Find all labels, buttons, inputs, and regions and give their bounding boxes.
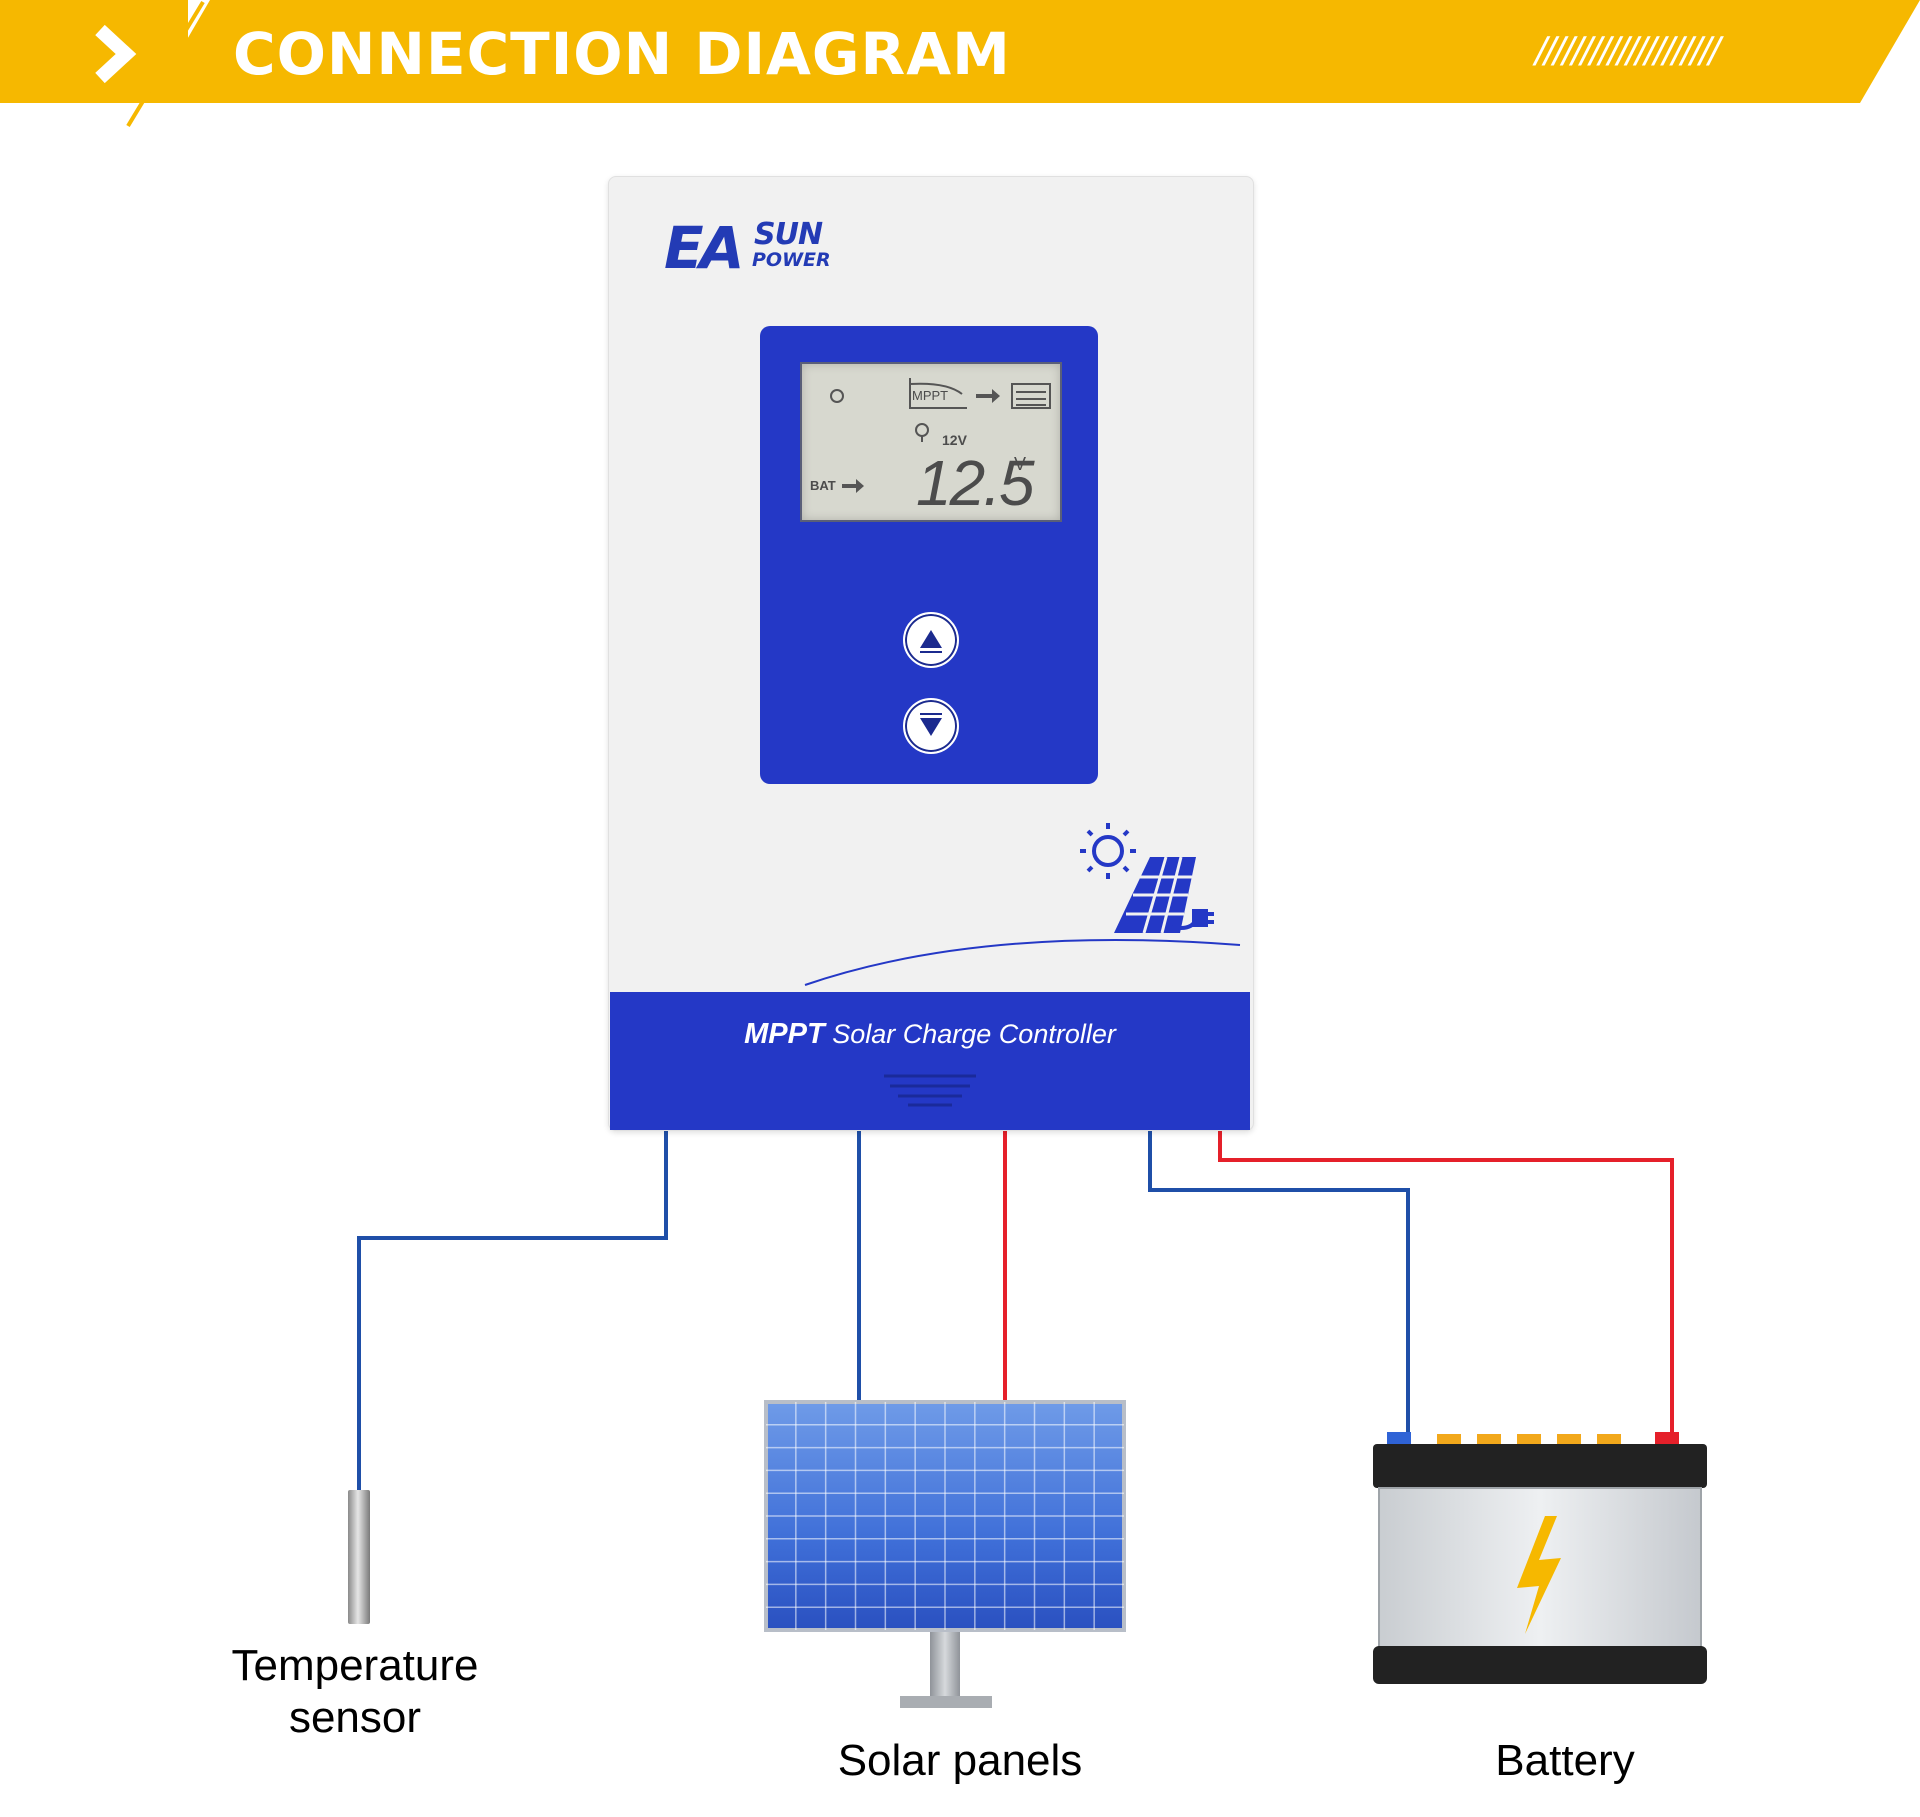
bat-arrow-icon (842, 479, 864, 493)
logo-ea-text: EA (664, 214, 744, 282)
up-button[interactable] (903, 612, 959, 668)
pv-curve-axis-icon (909, 378, 967, 409)
panel-base (900, 1696, 992, 1708)
temperature-sensor-label: Temperature sensor (231, 1641, 479, 1742)
arrow-right-icon (976, 389, 1000, 403)
header-banner (0, 0, 1920, 128)
lcd-system-voltage: 12V (942, 432, 967, 448)
solar-decoration (804, 823, 1241, 986)
solar-panels-label: Solar panels (837, 1736, 1083, 1785)
product-name-bold: MPPT (744, 1018, 825, 1050)
battery-negative-wire (1148, 1130, 1410, 1440)
battery (1373, 1432, 1707, 1684)
brand-logo: EA SUN POWER (664, 218, 864, 278)
panel-pole (930, 1622, 960, 1702)
banner-slash-line (126, 0, 205, 128)
lcd-voltage-unit: V (1014, 454, 1027, 474)
battery-positive-wire (1218, 1130, 1674, 1440)
lcd-mppt-label: MPPT (912, 388, 949, 403)
chevron-right-icon (95, 24, 137, 84)
solar-panel-grid (1126, 856, 1192, 934)
product-name-rest: Solar Charge Controller (832, 1019, 1116, 1049)
battery-lid (1373, 1444, 1707, 1488)
triangle-up-icon (920, 630, 942, 653)
banner-decoration: //////////////////// (1535, 30, 1721, 71)
page-title: CONNECTION DIAGRAM (233, 20, 1011, 88)
swoosh-line (804, 939, 1241, 986)
night-icon (830, 389, 844, 403)
battery-base (1373, 1646, 1707, 1684)
lcd-bat-label: BAT (810, 478, 836, 493)
lcd-voltage-reading: 12.5 (916, 447, 1035, 519)
temperature-sensor (348, 1490, 370, 1624)
down-button[interactable] (903, 698, 959, 754)
controller-nameplate (610, 992, 1250, 1130)
lightning-bolt-icon (1517, 1516, 1561, 1634)
pv-curve-icon (909, 382, 963, 395)
battery-lcd-icon (1011, 383, 1051, 409)
banner-main-block (150, 0, 1920, 103)
battery-label: Battery (1495, 1736, 1635, 1785)
logo-power-text: POWER (752, 249, 831, 271)
battery-caps (1437, 1434, 1621, 1446)
product-name: MPPT Solar Charge Controller (610, 1018, 1250, 1051)
triangle-down-icon (920, 713, 942, 736)
lcd-icons (830, 378, 1051, 493)
logo-sun-text: SUN (754, 217, 823, 252)
panel-cell-grid (766, 1402, 1124, 1630)
plug-icon (1171, 909, 1214, 930)
sun-icon (1080, 823, 1136, 879)
temperature-sensor-wire (357, 1130, 668, 1490)
vent-grille (884, 1074, 976, 1107)
lcd-display: MPPT 12V BAT 12.5 V (800, 362, 1062, 522)
solar-panel (764, 1400, 1126, 1708)
banner-left-block (0, 0, 188, 103)
bulb-icon (915, 423, 929, 437)
sensor-probe (348, 1490, 370, 1624)
